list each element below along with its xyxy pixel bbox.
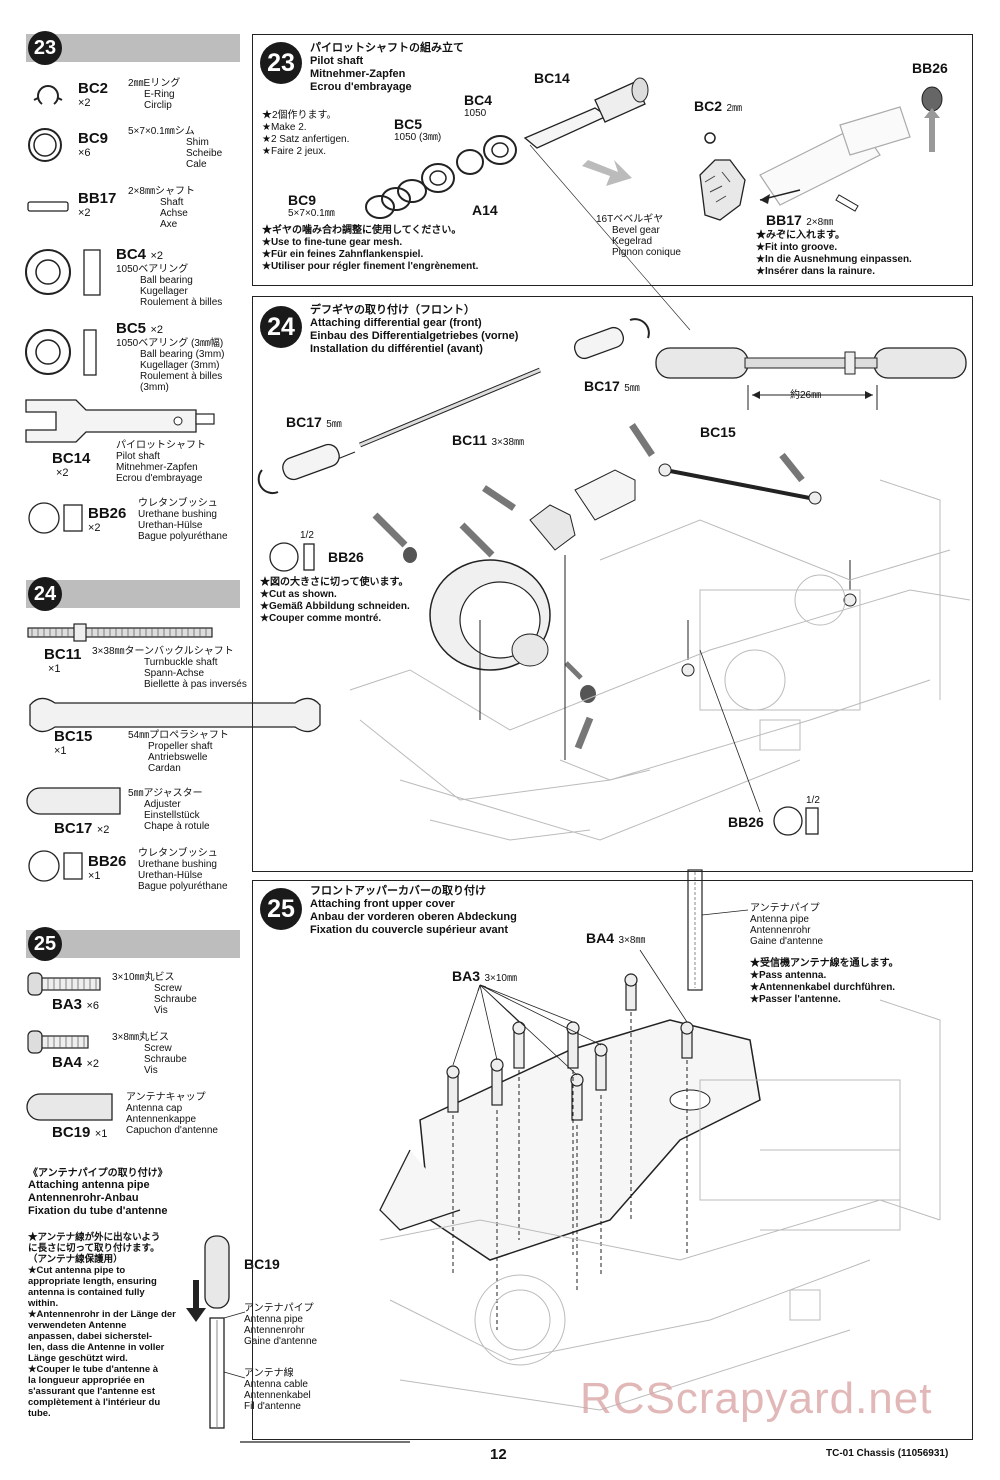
label-bb26-right: BB26: [728, 814, 764, 830]
part-ba3: BA3 ×6: [52, 996, 100, 1013]
step25-pass-note: ★受信機アンテナ線を通します。 ★Pass antenna. ★Antennen…: [750, 958, 899, 1005]
step23-title: パイロットシャフトの組み立て Pilot shaft Mitnehmer-Zap…: [310, 42, 464, 93]
part-bc2-desc: 2㎜Eリング E-Ring Circlip: [128, 78, 181, 111]
label-bc4: BC4 1050: [464, 92, 493, 119]
label-bc14: BC14: [534, 70, 570, 86]
part-ba3-desc: 3×10㎜丸ビス Screw Schraube Vis: [112, 972, 197, 1016]
part-bb26: BB26 ×2: [88, 505, 127, 534]
part-bc2: BC2 ×2: [78, 80, 109, 109]
label-bc5: BC5 1050 (3㎜): [394, 116, 442, 143]
part-bb17: BB17 ×2: [78, 190, 117, 219]
antenna-pipe-notes: ★アンテナ線が外に出ないよう に長さに切って取り付けます。 （アンテナ線保護用）…: [28, 1232, 176, 1419]
part-bc14: BC14 ×2: [52, 450, 91, 479]
part-bb17-desc: 2×8㎜シャフト Shaft Achse Axe: [128, 186, 195, 230]
antenna-pipe-label: アンテナパイプ Antenna pipe Antennenrohr Gaine …: [244, 1303, 318, 1347]
label-bb17: BB17 2×8㎜: [766, 212, 834, 228]
step24-panel-number: 24: [260, 306, 302, 348]
part-bb26-desc: ウレタンブッシュ Urethane bushing Urethan-Hülse …: [138, 498, 228, 542]
step25-panel-number: 25: [260, 888, 302, 930]
label-bc15: BC15: [700, 424, 736, 440]
part-bc9: BC9 ×6: [78, 130, 109, 159]
step24-panel: [252, 296, 973, 872]
label-bc17-left: BC17 5㎜: [286, 414, 342, 430]
label-ba4: BA4 3×8㎜: [586, 930, 646, 946]
watermark: RCScrapyard.net: [580, 1374, 933, 1423]
label-ba3: BA3 3×10㎜: [452, 968, 517, 984]
step23-number: 23: [28, 31, 62, 65]
antenna-cable-label: アンテナ線 Antenna cable Antennenkabel Fil d'…: [244, 1368, 311, 1412]
part-bb26-24: BB26 ×1: [88, 853, 127, 882]
step24-title: デフギヤの取り付け（フロント） Attaching differential g…: [310, 304, 519, 355]
part-bc4: BC4 ×2 1050ベアリング Ball bearing Kugellager…: [116, 246, 223, 308]
step25-antenna-pipe-label: アンテナパイプ Antenna pipe Antennenrohr Gaine …: [750, 903, 824, 947]
label-half-left: 1/2: [300, 530, 314, 541]
part-bc19-desc: アンテナキャップ Antenna cap Antennenkappe Capuc…: [126, 1092, 218, 1136]
part-bc11: BC11 ×1: [44, 646, 82, 675]
part-bc11-desc: 3×38㎜ターンバックルシャフト Turnbuckle shaft Spann-…: [92, 646, 247, 690]
step23-panel-number: 23: [260, 42, 302, 84]
step25-title: フロントアッパーカバーの取り付け Attaching front upper c…: [310, 885, 517, 936]
part-bc17-desc: 5㎜アジャスター Adjuster Einstellstück Chape à …: [128, 788, 210, 832]
label-bc2: BC2 2㎜: [694, 98, 743, 114]
label-bc11: BC11 3×38㎜: [452, 432, 525, 448]
step23-panel: [252, 34, 973, 286]
step24-number: 24: [28, 577, 62, 611]
part-bc5: BC5 ×2 1050ベアリング (3㎜幅) Ball bearing (3mm…: [116, 320, 225, 393]
step24-cut-note: ★図の大きさに切って使います。 ★Cut as shown. ★Gemäß Ab…: [260, 577, 410, 624]
label-a14: A14: [472, 202, 498, 218]
label-bb26-left: BB26: [328, 549, 364, 565]
label-approx-26mm: 約26㎜: [790, 390, 822, 401]
part-bc15-desc: 54㎜プロペラシャフト Propeller shaft Antriebswell…: [128, 730, 229, 774]
label-bb26-23: BB26: [912, 60, 948, 76]
label-bc17-right: BC17 5㎜: [584, 378, 640, 394]
label-bc9: BC9 5×7×0.1㎜: [288, 192, 335, 219]
step23-groove-note: ★みぞに入れます。 ★Fit into groove. ★In die Ausn…: [756, 230, 912, 277]
part-bc17: BC17 ×2: [54, 820, 110, 837]
step23-shim-note: ★ギヤの噛み合わ調整に使用してください。 ★Use to fine-tune g…: [262, 225, 479, 272]
page-number: 12: [490, 1446, 507, 1463]
model-footer: TC-01 Chassis (11056931): [826, 1448, 949, 1459]
step25-number: 25: [28, 927, 62, 961]
antenna-pipe-title: 《アンテナパイプの取り付け》 Attaching antenna pipe An…: [28, 1168, 168, 1217]
part-bc14-desc: パイロットシャフト Pilot shaft Mitnehmer-Zapfen E…: [116, 440, 206, 484]
label-half-right: 1/2: [806, 795, 820, 806]
part-bc9-desc: 5×7×0.1㎜シム Shim Scheibe Cale: [128, 126, 223, 170]
step23-make2-note: ★2個作ります。 ★Make 2. ★2 Satz anfertigen. ★F…: [262, 110, 350, 157]
part-bc15: BC15 ×1: [54, 728, 93, 757]
label-bevel-gear: 16Tベベルギヤ Bevel gear Kegelrad Pignon coni…: [596, 214, 681, 258]
part-ba4-desc: 3×8㎜丸ビス Screw Schraube Vis: [112, 1032, 187, 1076]
part-bc19: BC19 ×1: [52, 1124, 108, 1141]
step25-panel: [252, 880, 973, 1440]
part-bb26-24-desc: ウレタンブッシュ Urethane bushing Urethan-Hülse …: [138, 848, 228, 892]
part-ba4: BA4 ×2: [52, 1054, 100, 1071]
